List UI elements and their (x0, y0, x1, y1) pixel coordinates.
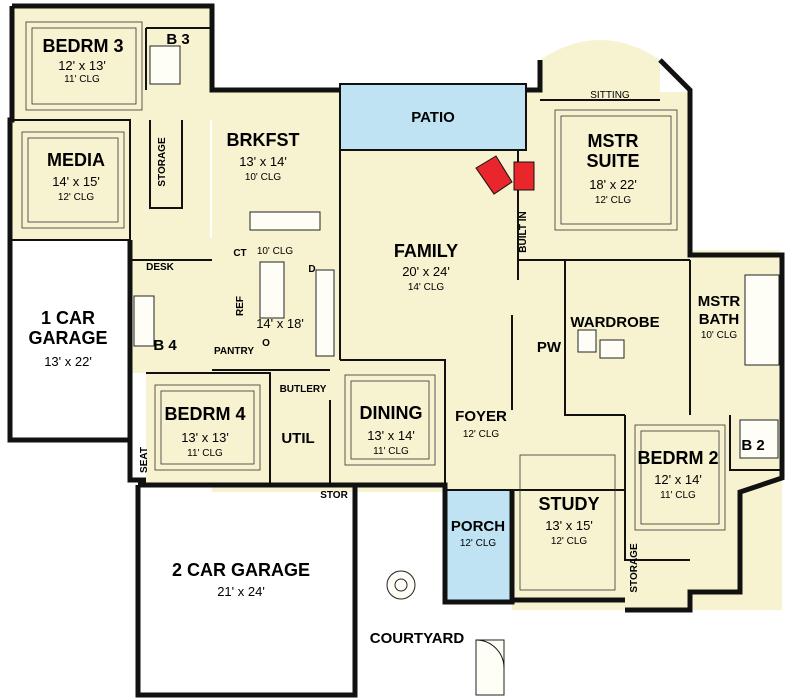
courtyard-gate-icon (475, 639, 505, 696)
built-in-name: BUILT IN (518, 211, 529, 252)
util-name: UTIL (281, 430, 314, 447)
garage1-name2: GARAGE (28, 328, 107, 348)
foyer-name: FOYER (455, 408, 507, 425)
media-name: MEDIA (47, 150, 105, 170)
mstr-bath-name1: MSTR (698, 293, 741, 310)
family-clg: 14' CLG (408, 282, 445, 293)
patio-area (339, 83, 527, 151)
patio-name: PATIO (411, 109, 455, 126)
b4-name: B 4 (153, 337, 177, 354)
exterior-walls (7, 3, 785, 698)
mstr-bath-clg: 10' CLG (701, 330, 738, 341)
kitchen-dim: 14' x 18' (256, 316, 304, 331)
garage2-dim: 21' x 24' (217, 584, 265, 599)
media-clg: 12' CLG (58, 192, 95, 203)
bedrm4-dim: 13' x 13' (181, 430, 229, 445)
garage1-name1: 1 CAR (41, 308, 95, 328)
family-name: FAMILY (394, 241, 458, 261)
study-dim: 13' x 15' (545, 518, 593, 533)
bedrm4-name: BEDRM 4 (164, 404, 245, 424)
bedrm2-name: BEDRM 2 (637, 448, 718, 468)
dining-dim: 13' x 14' (367, 428, 415, 443)
brkfst-name: BRKFST (227, 130, 300, 150)
tray-ceilings (21, 21, 726, 591)
storage-a-name: STORAGE (157, 137, 168, 187)
stor-name: STOR (320, 490, 348, 501)
garage1-dim: 13' x 22' (44, 354, 92, 369)
foyer-clg: 12' CLG (463, 429, 500, 440)
room-labels: BEDRM 3 12' x 13' 11' CLG B 3 MEDIA 14' … (28, 31, 764, 647)
family-dim: 20' x 24' (402, 264, 450, 279)
interior-walls (12, 27, 782, 561)
kitchen-d: D (308, 264, 315, 275)
mstr-suite-name1: MSTR (588, 131, 639, 151)
bedrm2-dim: 12' x 14' (654, 472, 702, 487)
study-name: STUDY (538, 494, 599, 514)
kitchen-pantry: PANTRY (214, 346, 254, 357)
kitchen-ref: REF (235, 296, 246, 316)
kitchen-ct: CT (233, 248, 246, 259)
porch-name: PORCH (451, 518, 505, 535)
desk-name: DESK (146, 262, 175, 273)
pw-name: PW (537, 339, 562, 356)
brkfst-clg: 10' CLG (245, 172, 282, 183)
wardrobe-name: WARDROBE (570, 314, 659, 331)
kitchen-o: O (262, 338, 270, 349)
mstr-suite-dim: 18' x 22' (589, 177, 637, 192)
mstr-bath-name2: BATH (699, 311, 740, 328)
courtyard-name: COURTYARD (370, 630, 465, 647)
dining-name: DINING (360, 403, 423, 423)
study-clg: 12' CLG (551, 536, 588, 547)
sitting-name: SITTING (590, 90, 630, 101)
butlery-name: BUTLERY (280, 384, 327, 395)
bedrm3-clg: 11' CLG (64, 74, 100, 85)
garage2-name: 2 CAR GARAGE (172, 560, 310, 580)
b2-name: B 2 (741, 437, 764, 454)
fireplace-icon (475, 155, 535, 195)
mstr-suite-name2: SUITE (586, 151, 639, 171)
bedrm2-clg: 11' CLG (660, 490, 696, 501)
porch-clg: 12' CLG (460, 538, 497, 549)
fixtures (133, 45, 780, 600)
bedrm4-clg: 11' CLG (187, 448, 223, 459)
b3-name: B 3 (166, 31, 189, 48)
bedrm3-dim: 12' x 13' (58, 58, 106, 73)
bedrm3-name: BEDRM 3 (42, 36, 123, 56)
kitchen-clg: 10' CLG (257, 246, 294, 257)
storage-b-name: STORAGE (629, 543, 640, 593)
seat-name: SEAT (139, 447, 150, 473)
mstr-suite-clg: 12' CLG (595, 195, 632, 206)
media-dim: 14' x 15' (52, 174, 100, 189)
brkfst-dim: 13' x 14' (239, 154, 287, 169)
dining-clg: 11' CLG (373, 446, 409, 457)
